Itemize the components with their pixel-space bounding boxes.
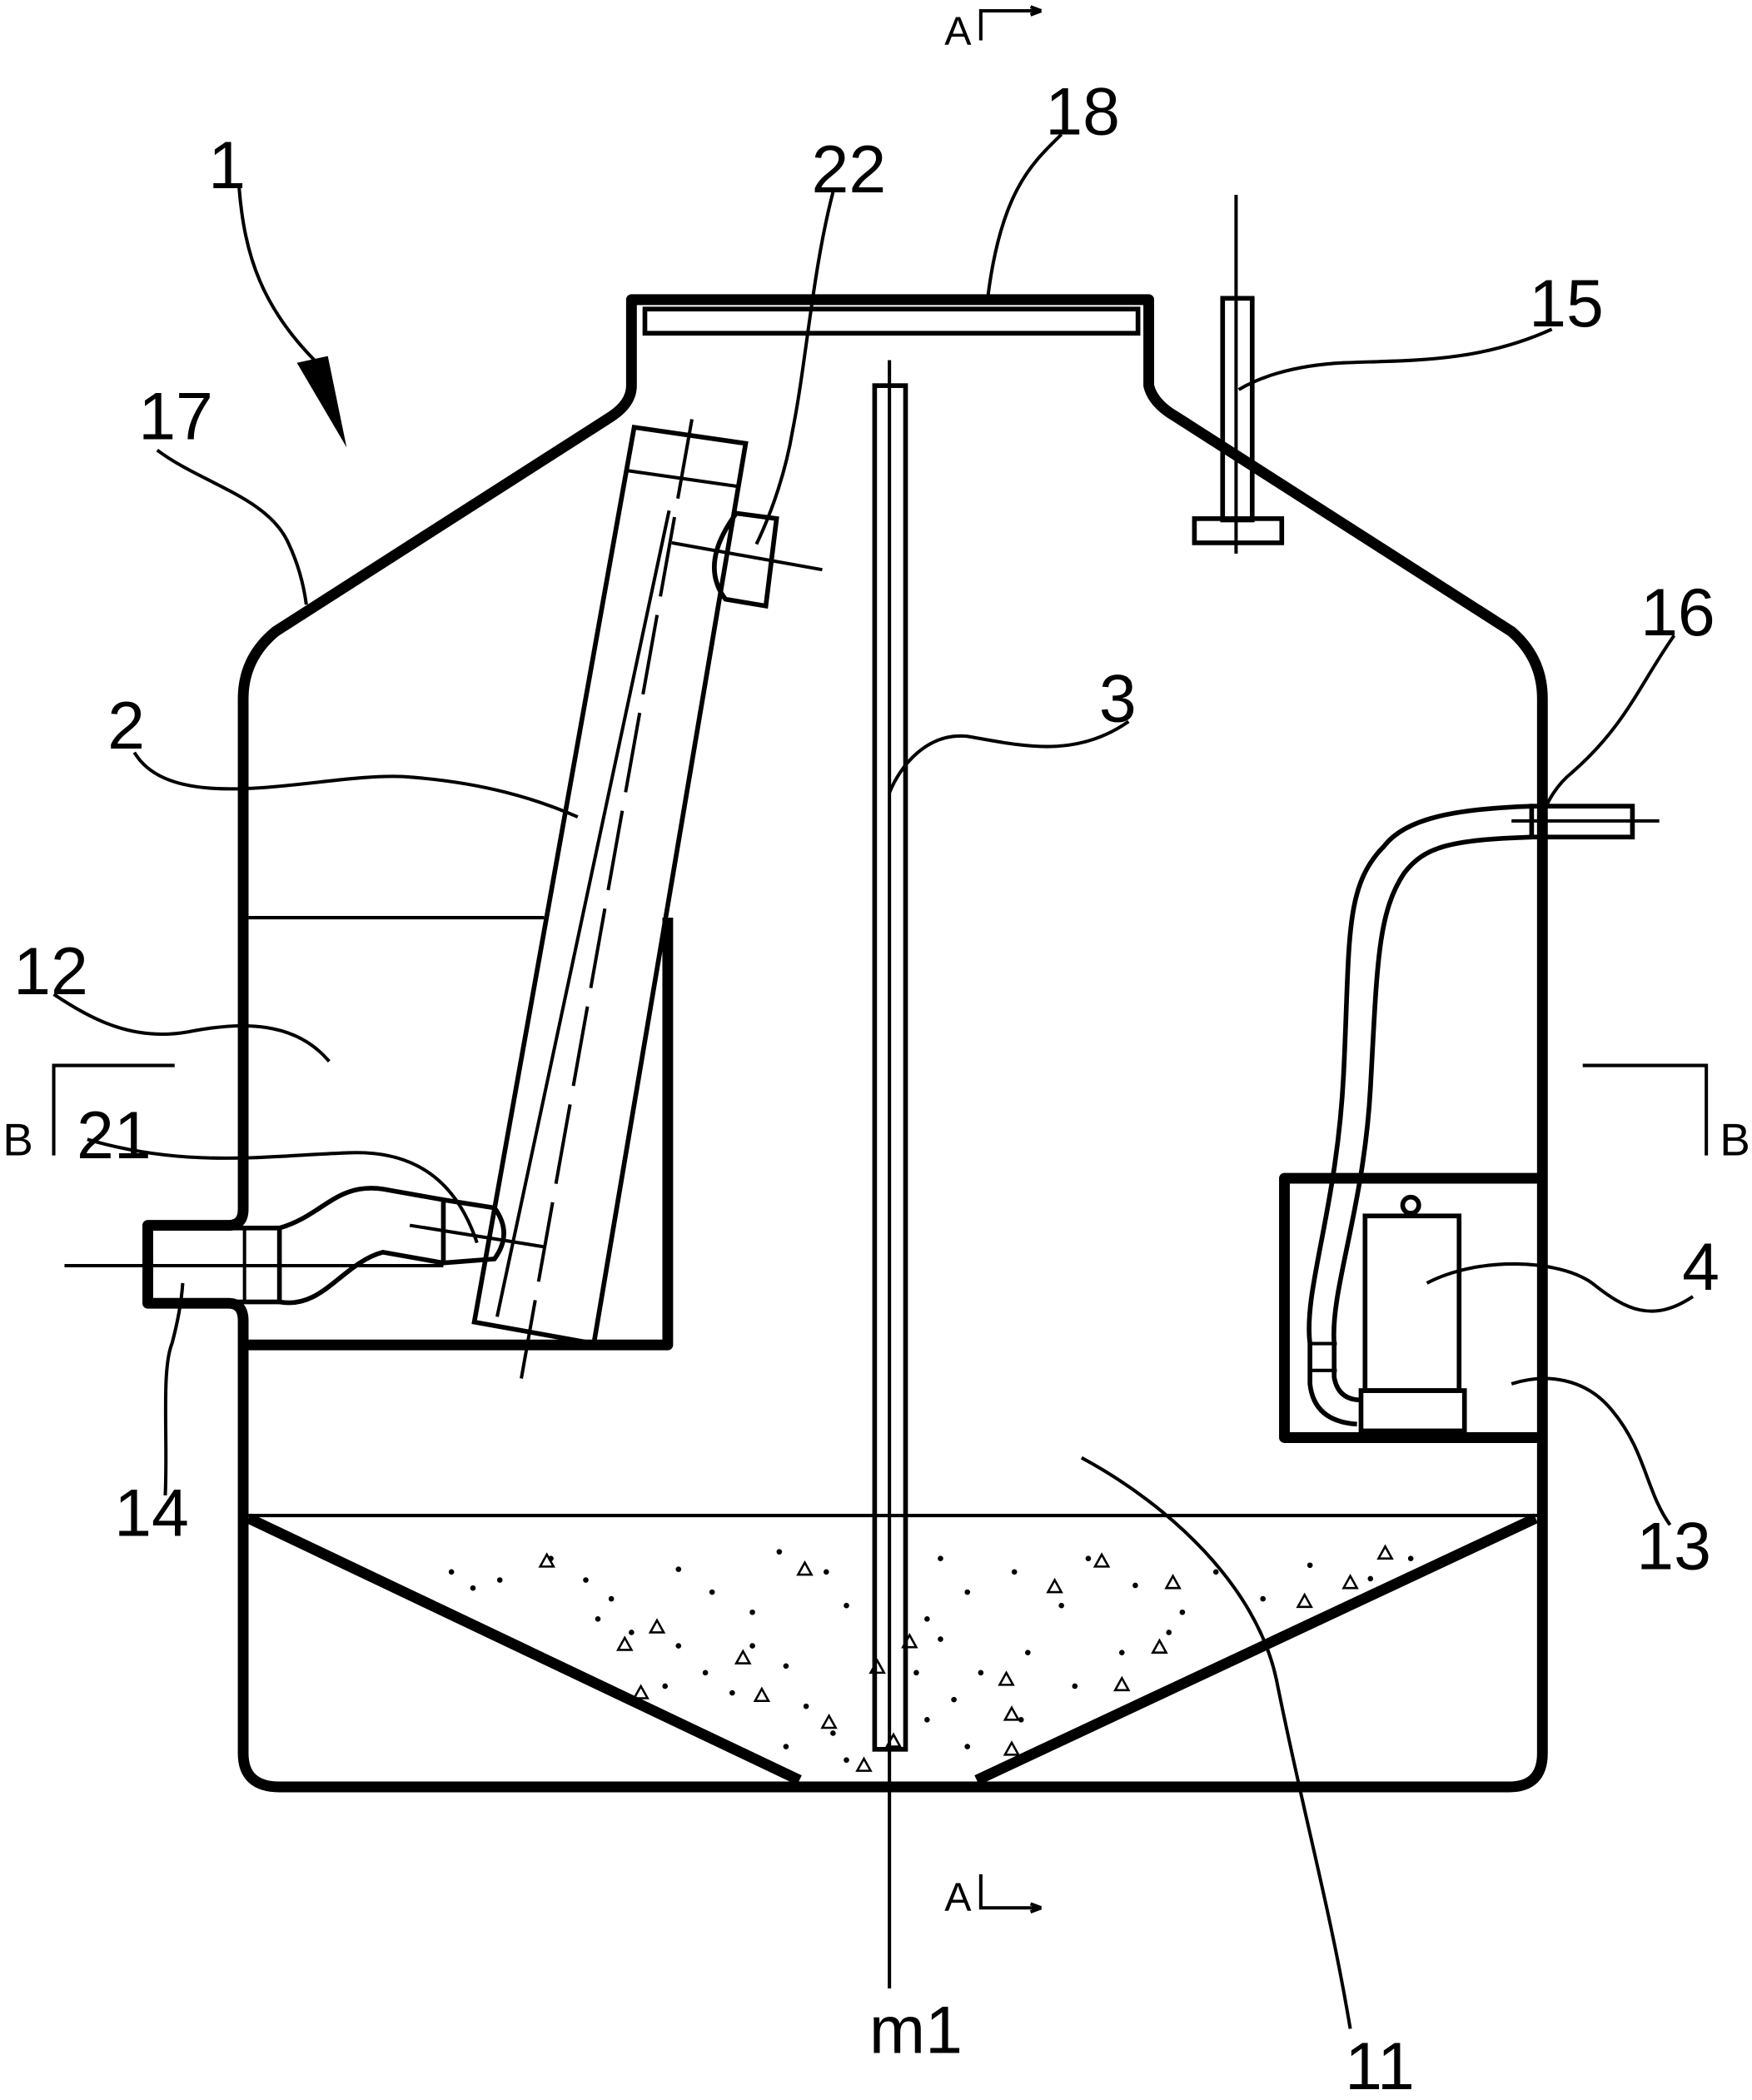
section-label-b-right: B [1720, 1114, 1750, 1166]
label-21: 21 [77, 1098, 152, 1173]
port-21 [440, 1197, 506, 1266]
port-22-centerline [671, 540, 823, 572]
pump-4-handle [1400, 1194, 1421, 1216]
section-a-top [978, 8, 1042, 41]
leader-15 [1237, 327, 1553, 391]
section-label-b-left: B [2, 1114, 33, 1166]
leader-11 [1080, 1456, 1352, 2029]
section-a-bottom-arrow [1029, 1902, 1043, 1913]
hopper-right-slope [974, 1513, 1538, 1785]
label-11: 11 [1345, 2029, 1415, 2100]
section-b-right [1582, 1063, 1709, 1156]
leader-14 [163, 1282, 185, 1495]
label-16: 16 [1640, 575, 1715, 650]
outlet-hose [1307, 804, 1532, 1427]
port-22 [712, 510, 779, 610]
label-3: 3 [1099, 662, 1137, 737]
hopper-left-slope [246, 1513, 802, 1785]
leader-18 [985, 132, 1063, 301]
label-18: 18 [1045, 74, 1120, 149]
leader-13 [1511, 1376, 1672, 1526]
label-14: 14 [114, 1475, 189, 1550]
leader-2 [132, 751, 579, 819]
label-1: 1 [208, 128, 246, 203]
leader-22 [754, 192, 835, 545]
filter-cartridge-2 [471, 424, 749, 1346]
label-12: 12 [13, 934, 88, 1009]
leader-3 [888, 719, 1130, 794]
label-22: 22 [812, 132, 887, 207]
section-b-left [52, 1063, 175, 1156]
leader-12 [52, 993, 331, 1063]
sediment-particles [448, 1549, 1414, 1764]
leader-16 [1540, 634, 1676, 820]
section-label-a-bottom: A [944, 1874, 972, 1919]
filter-inner-line [495, 510, 671, 1317]
label-17: 17 [138, 380, 213, 455]
reference-arrow-1 [237, 187, 321, 367]
section-a-bottom [978, 1874, 1042, 1910]
tank-outer-wall [142, 294, 1548, 1793]
leader-4 [1426, 1261, 1695, 1313]
label-m1: m1 [869, 1993, 963, 2068]
label-15: 15 [1529, 266, 1604, 341]
reference-arrowhead [296, 356, 347, 448]
port-21-centerline [409, 1223, 545, 1249]
pump-compartment-13 [1279, 1172, 1543, 1443]
leader-lines [52, 132, 1695, 2029]
label-13: 13 [1636, 1510, 1711, 1585]
leader-17 [156, 448, 308, 605]
filter-axis [520, 419, 694, 1379]
pump-4-base [1358, 1388, 1467, 1434]
inlet-hose [278, 1186, 444, 1306]
tank-lid [642, 306, 1141, 336]
label-2: 2 [107, 689, 145, 764]
section-a-top-arrow [1029, 5, 1043, 17]
sediment-triangles [538, 1544, 1394, 1772]
section-label-a-top: A [944, 8, 972, 53]
vent-base [1192, 516, 1285, 545]
pump-4-body [1362, 1213, 1462, 1393]
label-4: 4 [1682, 1230, 1720, 1305]
leader-21 [87, 1137, 479, 1244]
compartment-12-wall [243, 918, 674, 1351]
